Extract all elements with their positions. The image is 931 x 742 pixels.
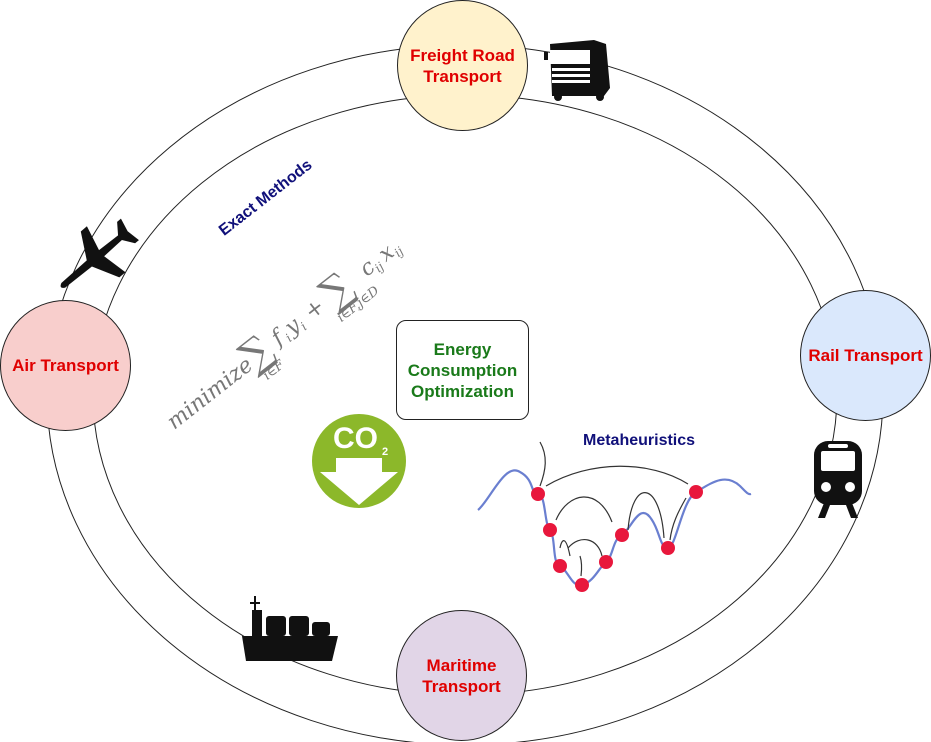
metaheuristics-illustration <box>477 441 752 592</box>
freight-line2: Transport <box>423 66 502 86</box>
center-line1: Energy <box>433 339 492 359</box>
co2-label: CO <box>333 422 378 455</box>
solution-point <box>543 523 557 537</box>
search-arrows <box>539 441 689 577</box>
solution-point <box>689 485 703 499</box>
freight-line1: Freight Road <box>410 45 515 65</box>
landscape-curve <box>477 469 752 587</box>
solution-point <box>599 555 613 569</box>
solution-point <box>615 528 629 542</box>
center-line2: Consumption <box>407 360 518 380</box>
air-transport-label: Air Transport <box>12 356 119 375</box>
maritime-line2: Transport <box>422 676 501 696</box>
solution-points <box>531 485 703 592</box>
airplane-icon <box>60 218 139 288</box>
solution-point <box>575 578 589 592</box>
solution-point <box>531 487 545 501</box>
air-transport-node: Air Transport <box>0 300 131 431</box>
solution-point <box>661 541 675 555</box>
freight-road-transport-label: Freight Road Transport <box>410 45 515 87</box>
center-line3: Optimization <box>411 381 514 401</box>
metaheuristics-label: Metaheuristics <box>583 432 696 449</box>
train-icon <box>814 441 862 518</box>
maritime-line1: Maritime <box>426 655 497 675</box>
rail-transport-label: Rail Transport <box>808 346 923 365</box>
rail-transport-node: Rail Transport <box>800 290 931 421</box>
co2-down-icon <box>312 414 406 508</box>
energy-optimization-box: Energy Consumption Optimization <box>396 320 529 420</box>
freight-road-transport-node: Freight Road Transport <box>397 0 528 131</box>
co2-subscript: 2 <box>382 446 389 458</box>
truck-icon <box>544 40 610 101</box>
ship-icon <box>242 596 338 661</box>
maritime-transport-label: Maritime Transport <box>422 655 500 697</box>
maritime-transport-node: Maritime Transport <box>396 610 527 741</box>
solution-point <box>553 559 567 573</box>
